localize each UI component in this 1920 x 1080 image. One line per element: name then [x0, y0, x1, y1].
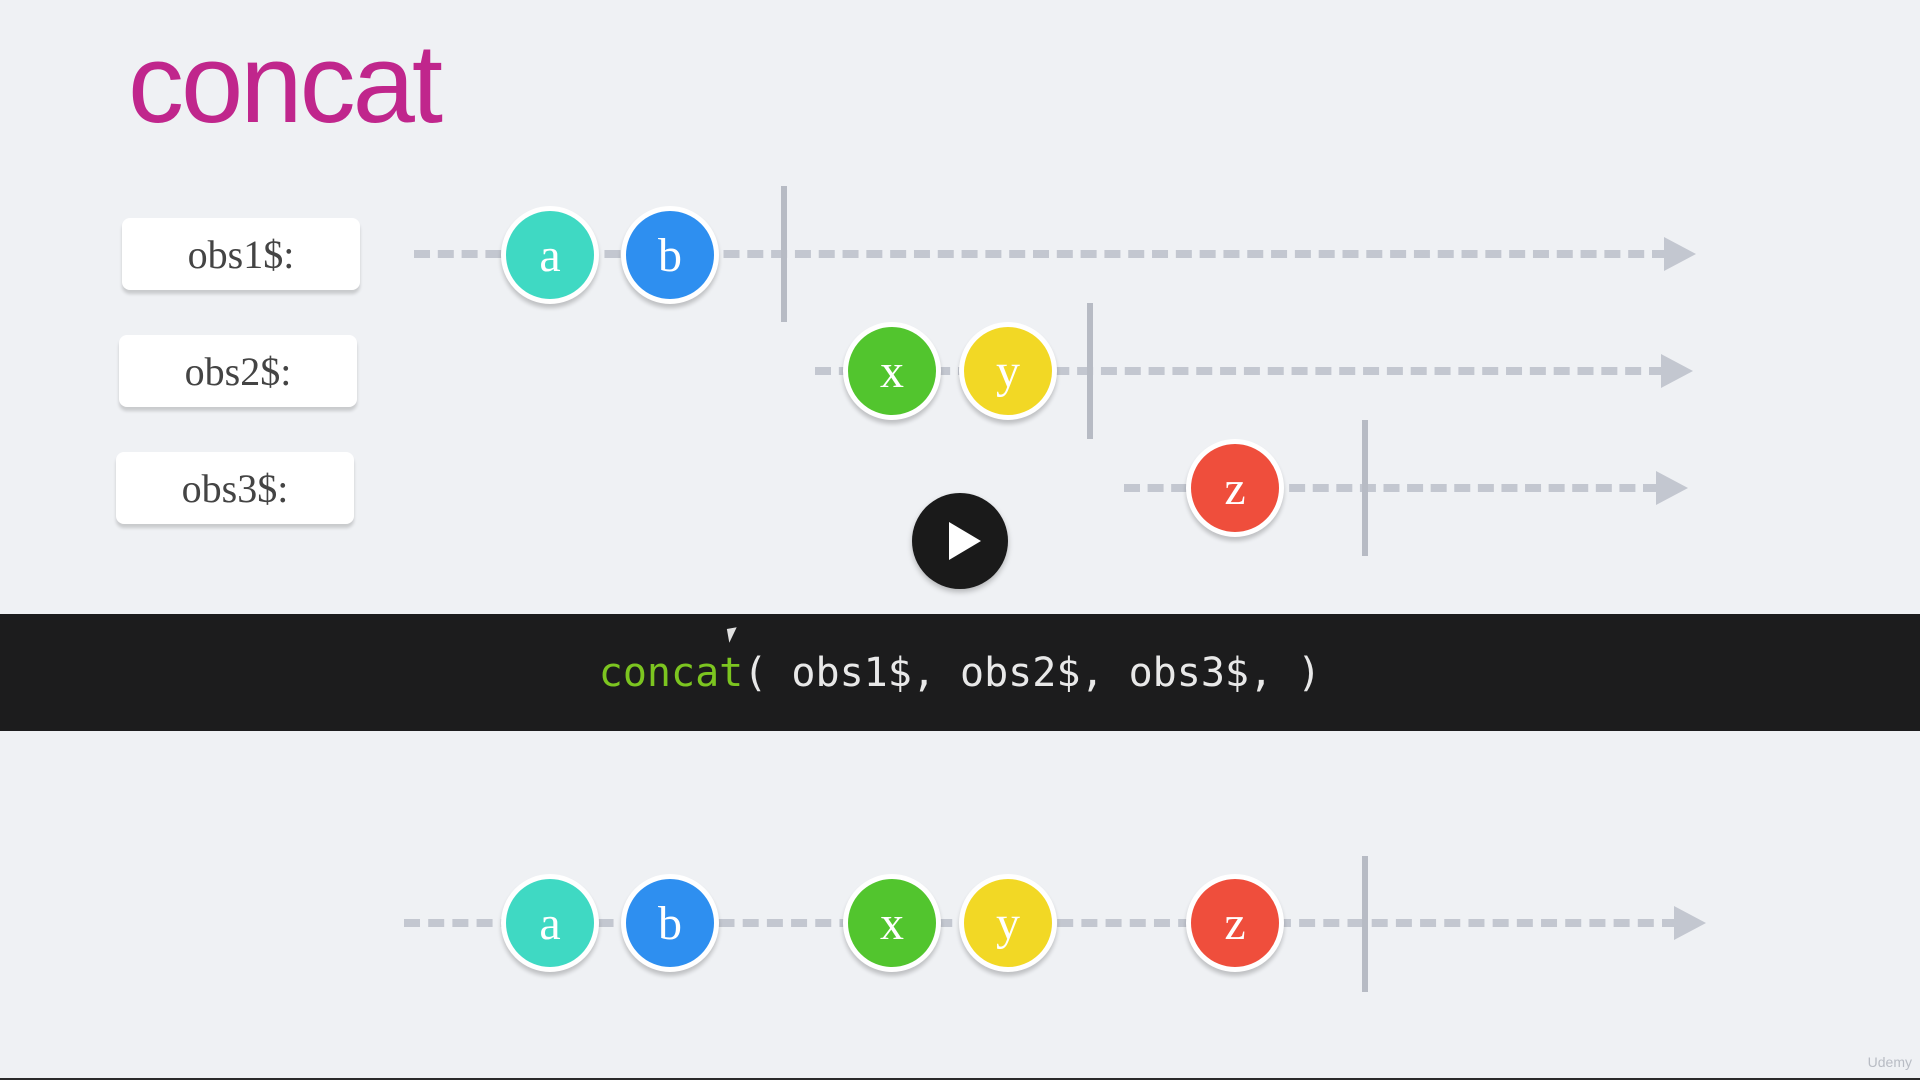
marble-obs1-a: a — [501, 206, 599, 304]
timeline-obs1 — [414, 250, 1668, 258]
marble-obs2-x: x — [843, 322, 941, 420]
play-icon — [949, 522, 981, 560]
stream-label-obs3: obs3$: — [116, 452, 354, 524]
timeline-obs3 — [1124, 484, 1659, 492]
stream-label-obs1: obs1$: — [122, 218, 360, 290]
arrowhead-output — [1674, 906, 1706, 940]
play-button[interactable] — [912, 493, 1008, 589]
bottom-divider — [0, 1078, 1920, 1080]
marble-output-z: z — [1186, 874, 1284, 972]
marble-obs2-y: y — [959, 322, 1057, 420]
udemy-watermark: Udemy — [1867, 1054, 1912, 1070]
marble-output-b: b — [621, 874, 719, 972]
code-arguments: ( obs1$, obs2$, obs3$, ) — [743, 649, 1322, 696]
arrowhead-obs2 — [1661, 354, 1693, 388]
timeline-obs2 — [815, 367, 1665, 375]
completion-marker-obs1 — [781, 186, 787, 322]
diagram-title: concat — [128, 21, 443, 146]
code-keyword: concat — [598, 649, 744, 696]
completion-marker-obs3 — [1362, 420, 1368, 556]
marble-output-y: y — [959, 874, 1057, 972]
arrowhead-obs3 — [1656, 471, 1688, 505]
completion-marker-obs2 — [1087, 303, 1093, 439]
marble-output-a: a — [501, 874, 599, 972]
arrowhead-obs1 — [1664, 237, 1696, 271]
marble-obs3-z: z — [1186, 439, 1284, 537]
marble-output-x: x — [843, 874, 941, 972]
marble-obs1-b: b — [621, 206, 719, 304]
completion-marker-output — [1362, 856, 1368, 992]
stream-label-obs2: obs2$: — [119, 335, 357, 407]
code-bar: concat( obs1$, obs2$, obs3$, ) — [0, 614, 1920, 731]
